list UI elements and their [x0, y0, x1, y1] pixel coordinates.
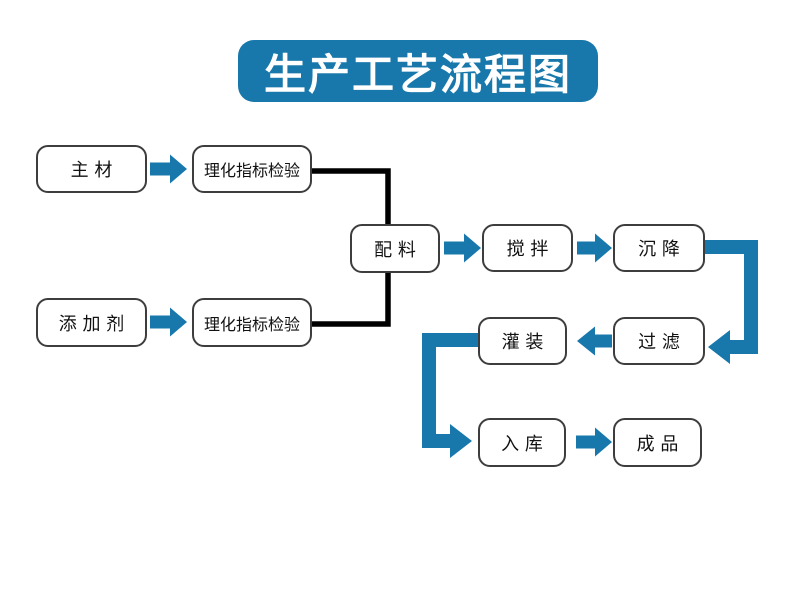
node-inspection-top: 理化指标检验 — [192, 145, 312, 193]
arrow-main-material-to-inspection-icon — [150, 154, 187, 184]
node-settling: 沉 降 — [613, 224, 705, 272]
elbow-settling-to-filtering-head-icon — [708, 330, 730, 364]
node-main-material: 主 材 — [36, 145, 147, 193]
node-warehousing: 入 库 — [478, 418, 566, 467]
arrow-additive-to-inspection-icon — [150, 307, 187, 337]
node-filling: 灌 装 — [478, 317, 567, 365]
node-finished-product: 成 品 — [613, 418, 702, 467]
node-mixing: 配 料 — [350, 224, 440, 273]
node-stirring: 搅 拌 — [482, 224, 573, 272]
elbow-settling-to-filtering — [705, 240, 758, 354]
page-title: 生产工艺流程图 — [238, 40, 598, 102]
arrow-stirring-to-settling-icon — [577, 233, 612, 263]
connector-inspection-top-to-mixing — [312, 168, 391, 224]
elbow-filling-to-warehousing — [422, 333, 478, 448]
node-inspection-bottom: 理化指标检验 — [192, 298, 312, 347]
arrow-filtering-to-filling-icon — [577, 326, 612, 356]
arrow-mixing-to-stirring-icon — [444, 233, 481, 263]
node-filtering: 过 滤 — [613, 317, 705, 365]
node-additive: 添 加 剂 — [36, 298, 147, 347]
elbow-filling-to-warehousing-head-icon — [450, 424, 472, 458]
arrow-warehousing-to-finished-icon — [576, 427, 612, 457]
connector-inspection-bottom-to-mixing — [312, 273, 391, 327]
